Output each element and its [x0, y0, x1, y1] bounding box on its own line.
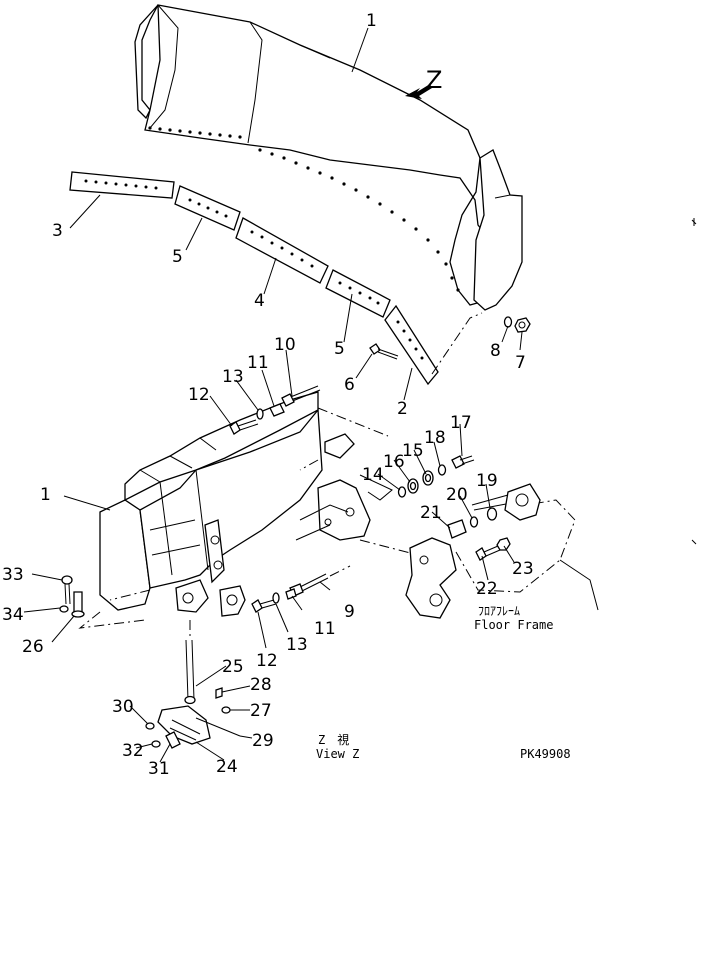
mounting-bracket	[295, 433, 419, 556]
callout-5-left: 5	[172, 247, 183, 267]
view-arrow-label: Z	[426, 66, 442, 94]
callout-9: 9	[344, 602, 355, 622]
callout-10: 10	[274, 335, 296, 355]
view-z-label: View Z	[316, 747, 359, 761]
hardware-group-a	[229, 385, 351, 613]
drawing-code: PK49908	[520, 747, 571, 761]
callout-17: 17	[450, 413, 472, 433]
upper-blade-assembly	[134, 4, 523, 311]
callout-24: 24	[216, 757, 238, 777]
callout-8: 8	[490, 341, 501, 361]
floor-frame	[405, 483, 599, 619]
callout-6: 6	[344, 375, 355, 395]
callout-28: 28	[250, 675, 272, 695]
callout-26: 26	[22, 637, 44, 657]
scan-mark	[691, 218, 697, 226]
callout-16: 16	[383, 452, 405, 472]
callout-3: 3	[52, 221, 63, 241]
hardware-group-c	[59, 575, 241, 749]
callout-31: 31	[148, 759, 170, 779]
blade-bolt-holes-top	[148, 126, 460, 292]
callout-22: 22	[476, 579, 498, 599]
callout-14: 14	[362, 465, 384, 485]
callout-25: 25	[222, 657, 244, 677]
callout-1-top: 1	[366, 11, 377, 31]
floor-frame-jp-label: ﾌﾛｱﾌﾚｰﾑ	[478, 604, 520, 618]
callout-32: 32	[122, 741, 144, 761]
callout-30: 30	[112, 697, 134, 717]
callout-12-bottom: 12	[256, 651, 278, 671]
view-z-jp-label: Z 視	[318, 732, 349, 747]
callout-15: 15	[402, 441, 424, 461]
callout-18: 18	[424, 428, 446, 448]
callout-21: 21	[420, 503, 442, 523]
callout-13-top: 13	[222, 367, 244, 387]
callout-13-bottom: 13	[286, 635, 308, 655]
callout-4: 4	[254, 291, 265, 311]
lower-blade-assembly	[78, 391, 389, 629]
hardware-group-b	[397, 455, 511, 561]
callout-12-top: 12	[188, 385, 210, 405]
callout-29: 29	[252, 731, 274, 751]
callout-27: 27	[250, 701, 272, 721]
view-z-arrow-icon	[405, 84, 432, 99]
callout-11-top: 11	[247, 353, 269, 373]
callout-34: 34	[2, 605, 24, 625]
leader-lines	[23, 27, 523, 763]
callout-1-bottom: 1	[40, 485, 51, 505]
callout-33: 33	[2, 565, 24, 585]
callout-11-bottom: 11	[314, 619, 336, 639]
callout-labels: 1 1 2 3 4 5 5 6 7 8 9 10 11 11 12 12 13 …	[2, 11, 534, 779]
cutting-edges	[69, 171, 531, 386]
callout-20: 20	[446, 485, 468, 505]
floor-frame-label: Floor Frame	[474, 618, 553, 632]
scan-mark	[691, 539, 697, 545]
callout-7: 7	[515, 353, 526, 373]
callout-5-right: 5	[334, 339, 345, 359]
callout-23: 23	[512, 559, 534, 579]
callout-19: 19	[476, 471, 498, 491]
callout-2: 2	[397, 399, 408, 419]
